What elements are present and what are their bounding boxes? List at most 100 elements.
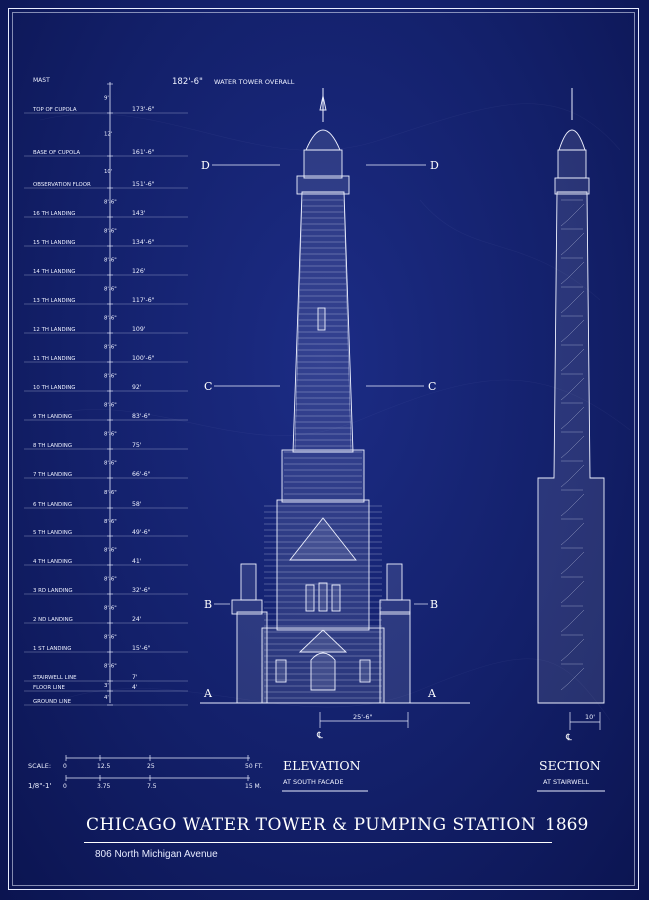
elevation-drawing: 25'-6" ℄ ELEVATION AT SOUTH FACADE (200, 88, 470, 792)
interval-label: 8'-6" (104, 519, 117, 525)
stair-flight (560, 344, 585, 372)
level-value: 66'-6" (132, 471, 151, 478)
level-value: 173'-6" (132, 106, 155, 113)
section-dome (558, 129, 586, 151)
stair-flight (560, 373, 585, 401)
stair-flights (560, 199, 585, 691)
level-name: FLOOR LINE (33, 685, 65, 691)
address: 806 North Michigan Avenue (95, 849, 218, 860)
level-name: 5 TH LANDING (33, 530, 72, 536)
interval-label: 10' (104, 169, 112, 175)
middle-body (276, 499, 370, 631)
interval-label: 8'-6" (104, 200, 117, 206)
drawing-title: CHICAGO WATER TOWER & PUMPING STATION (86, 815, 537, 835)
door-gable (298, 629, 348, 653)
level-name: 10 TH LANDING (33, 385, 75, 391)
level-value: 109' (132, 326, 146, 333)
level-value: 134'-6" (132, 239, 155, 246)
level-name: BASE OF CUPOLA (33, 150, 80, 156)
stair-flight (560, 460, 585, 488)
interval-label: 8'-6" (104, 635, 117, 641)
upper-window-1 (305, 584, 315, 612)
upper-window-2 (318, 582, 328, 612)
section-title: SECTION (539, 758, 601, 773)
level-value: 4' (132, 684, 138, 691)
interval-label: 8'-6" (104, 432, 117, 438)
mark-d-right: D (430, 159, 439, 172)
level-value: 151'-6" (132, 181, 155, 188)
elevation-subtitle: AT SOUTH FACADE (283, 778, 343, 786)
stair-flight (560, 605, 585, 633)
left-wing (236, 611, 268, 704)
level-value: 41' (132, 558, 142, 565)
drawing-year: 1869 (545, 815, 589, 835)
level-name: MAST (33, 77, 50, 84)
interval-label: 8'-6" (104, 258, 117, 264)
section-drawing: 10' ℄ SECTION AT STAIRWELL (537, 88, 605, 792)
scale-ft-label: 0 (63, 763, 67, 770)
mark-b-right: B (430, 598, 438, 611)
level-value: 143' (132, 210, 146, 217)
level-value: 32'-6" (132, 587, 151, 594)
stair-flight (560, 489, 585, 517)
stair-flight (560, 663, 585, 691)
scale-ft-label: 25 (147, 763, 155, 770)
stair-flight (560, 315, 585, 343)
interval-label: 8'-6" (104, 374, 117, 380)
level-name: GROUND LINE (33, 699, 72, 705)
level-name: 12 TH LANDING (33, 327, 75, 333)
level-name: 15 TH LANDING (33, 240, 75, 246)
right-turret-cap (379, 599, 411, 615)
level-value: 117'-6" (132, 297, 155, 304)
scale-m-label: 7.5 (147, 783, 157, 790)
scale-ft-label: 50 FT. (245, 763, 263, 770)
interval-label: 8'-6" (104, 345, 117, 351)
level-name: 9 TH LANDING (33, 414, 72, 420)
level-value: 126' (132, 268, 146, 275)
level-name: 2 ND LANDING (33, 617, 73, 623)
section-observation (554, 177, 590, 195)
interval-label: 4' (104, 695, 109, 701)
mark-d-left: D (201, 159, 210, 172)
stair-flight (560, 518, 585, 546)
cupola-dome (305, 129, 341, 151)
section-dimension: 10' (585, 713, 595, 721)
level-name: 13 TH LANDING (33, 298, 75, 304)
section-marks: D D C C B B A A (201, 159, 439, 700)
scale-label: SCALE: (28, 762, 51, 770)
level-value: 161'-6" (132, 149, 155, 156)
stair-flight (560, 199, 585, 227)
level-value: 49'-6" (132, 529, 151, 536)
base-block (261, 627, 385, 704)
stair-flight (560, 576, 585, 604)
interval-label: 8'-6" (104, 316, 117, 322)
stair-flight (560, 634, 585, 662)
elevation-centerline: ℄ (316, 731, 323, 741)
level-value: 100'-6" (132, 355, 155, 362)
level-name: OBSERVATION FLOOR (33, 182, 91, 188)
stair-flight (560, 257, 585, 285)
interval-label: 8'-6" (104, 664, 117, 670)
level-name: 1 ST LANDING (33, 646, 71, 652)
left-turret-cap (231, 599, 263, 615)
level-value: 15'-6" (132, 645, 151, 652)
level-name: 16 TH LANDING (33, 211, 75, 217)
overall-label: WATER TOWER OVERALL (214, 78, 295, 86)
outer-border (8, 8, 639, 890)
entrance-door (310, 652, 336, 691)
level-name: 3 RD LANDING (33, 588, 73, 594)
scale-m-label: 3.75 (97, 783, 111, 790)
mark-b-left: B (204, 598, 212, 611)
interval-label: 12' (104, 132, 112, 138)
inner-border (12, 12, 635, 886)
level-name: STAIRWELL LINE (33, 675, 77, 681)
interval-label: 3' (104, 683, 109, 689)
lantern (303, 149, 343, 179)
elevation-title: ELEVATION (283, 758, 361, 773)
stair-flight (560, 228, 585, 256)
interval-label: 8'-6" (104, 403, 117, 409)
level-value: 58' (132, 501, 142, 508)
